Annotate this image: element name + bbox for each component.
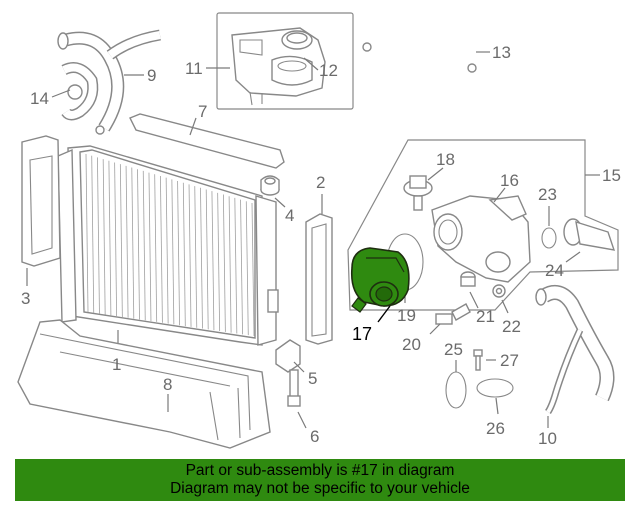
- callout-9: 9: [147, 66, 156, 85]
- radiator-fin: [102, 159, 106, 315]
- oring-23: [541, 206, 557, 249]
- radiator-fin: [119, 164, 123, 317]
- callout-8: 8: [163, 375, 172, 394]
- callout-17: 17: [352, 324, 372, 344]
- lower-deflector-8: [17, 319, 271, 449]
- reservoir-group: [206, 12, 354, 110]
- thermostat-17-highlighted: [350, 247, 410, 323]
- radiator-fin: [205, 189, 209, 330]
- radiator-fin: [131, 167, 135, 319]
- gasket-26: [476, 378, 514, 415]
- callout-16: 16: [500, 171, 519, 190]
- callout-3: 3: [21, 289, 30, 308]
- radiator-fin: [171, 179, 175, 325]
- callout-20: 20: [402, 335, 421, 354]
- radiator-fin: [160, 175, 163, 323]
- oring-25: [445, 360, 467, 409]
- radiator-fin: [194, 186, 198, 328]
- radiator-fin: [188, 184, 192, 327]
- radiator-fin: [217, 192, 221, 332]
- radiator-fin: [148, 172, 152, 322]
- callout-23: 23: [538, 185, 557, 204]
- radiator-fin: [211, 191, 215, 331]
- seal-strip-7: [129, 113, 285, 169]
- housing-16: [431, 187, 531, 283]
- side-shroud-3: [21, 135, 61, 286]
- banner-line-disclaimer: Diagram may not be specific to your vehi…: [170, 480, 470, 497]
- callout-26: 26: [486, 419, 505, 438]
- radiator-fin: [177, 181, 180, 326]
- radiator-1: [57, 145, 279, 352]
- radiator-fin: [108, 160, 112, 316]
- radiator-fin: [234, 197, 238, 334]
- info-banner: Part or sub-assembly is #17 in diagram D…: [15, 459, 625, 501]
- lower-hose-10: [535, 284, 615, 428]
- callout-11: 11: [185, 59, 203, 78]
- radiator-fin: [125, 165, 129, 318]
- side-shroud-2: [305, 194, 333, 345]
- callout-13: 13: [492, 43, 511, 62]
- bolt-27: [473, 349, 496, 371]
- callout-2: 2: [316, 173, 325, 192]
- callout-12: 12: [319, 61, 338, 80]
- radiator-fin: [251, 202, 255, 337]
- radiator-fin: [85, 153, 89, 313]
- callout-7: 7: [198, 102, 207, 121]
- sensor-20: [429, 303, 471, 335]
- plug-21: [460, 271, 479, 309]
- callout-15: 15: [602, 166, 621, 185]
- radiator-fin: [182, 182, 186, 327]
- radiator-fin: [97, 157, 100, 314]
- callout-25: 25: [444, 340, 463, 359]
- hose-13: [362, 41, 490, 73]
- radiator-fin: [114, 162, 118, 317]
- callout-labels: 1 2 3 4 5 6 7 8 9 10 11 12 13 14 15 16 1…: [21, 43, 621, 448]
- radiator-fin: [154, 174, 158, 322]
- callout-6: 6: [310, 427, 319, 446]
- radiator-fins: [85, 153, 255, 337]
- callout-14: 14: [30, 89, 49, 108]
- radiator-fin: [137, 169, 140, 320]
- upper-hose-group: [51, 29, 161, 135]
- bracket-5: [275, 339, 305, 373]
- radiator-fin: [165, 177, 169, 324]
- callout-4: 4: [285, 206, 294, 225]
- mount-4: [260, 175, 286, 208]
- radiator-fin: [240, 199, 243, 335]
- callout-5: 5: [308, 369, 317, 388]
- callout-10: 10: [538, 429, 557, 448]
- radiator-fin: [142, 170, 146, 321]
- washer-22: [492, 284, 509, 314]
- sensor-6: [287, 369, 307, 429]
- sensor-18: [403, 167, 444, 211]
- banner-line-part: Part or sub-assembly is #17 in diagram: [185, 462, 455, 479]
- outlet-24: [563, 218, 616, 263]
- callout-18: 18: [436, 150, 455, 169]
- callout-19: 19: [397, 306, 416, 325]
- radiator-fin: [91, 155, 95, 313]
- callout-22: 22: [502, 317, 521, 336]
- radiator-fin: [222, 194, 226, 332]
- callout-27: 27: [500, 351, 519, 370]
- callout-24: 24: [545, 261, 564, 280]
- callout-21: 21: [476, 307, 495, 326]
- radiator-fin: [200, 187, 203, 329]
- radiator-fin: [245, 201, 249, 336]
- radiator-fin: [228, 196, 232, 333]
- callout-1: 1: [112, 355, 121, 374]
